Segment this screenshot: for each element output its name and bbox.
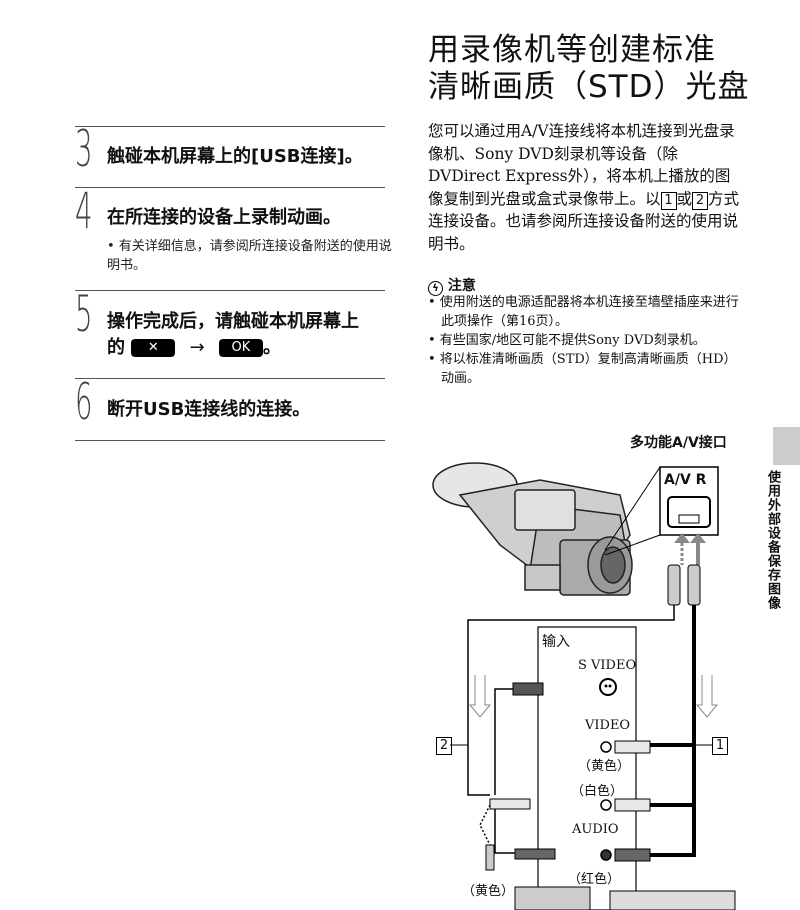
cable-1-tag: 1	[712, 737, 728, 755]
close-button-icon: ✕	[131, 339, 176, 357]
note-list: • 使用附送的电源适配器将本机连接至墙壁插座来进行此项操作（第16页）。 • 有…	[428, 293, 748, 388]
section-tab	[773, 427, 800, 465]
arrow-icon: →	[189, 337, 205, 358]
page-title: 用录像机等创建标准 清晰画质（STD）光盘	[428, 32, 749, 106]
ok-button-icon: OK	[218, 339, 263, 357]
rule-bottom	[75, 440, 385, 441]
camcorder-illustration	[432, 462, 633, 596]
yellow-label-2: （黄色）	[462, 884, 515, 899]
yellow-label: （黄色）	[578, 759, 631, 774]
red-label: （红色）	[568, 872, 621, 887]
cable-1-box: 1	[660, 191, 677, 210]
audio-label: AUDIO	[572, 822, 619, 837]
title-line2: 清晰画质（STD）光盘	[428, 69, 750, 105]
step-text-post: 。	[262, 337, 281, 358]
rule	[75, 378, 385, 379]
note-item: • 有些国家/地区可能不提供Sony DVD刻录机。	[428, 333, 706, 348]
recorder-input-panel	[537, 626, 637, 910]
step-text-pre: 的	[107, 337, 125, 358]
intro-paragraph: 您可以通过用A/V连接线将本机连接到光盘录像机、Sony DVD刻录机等设备（除…	[428, 120, 740, 255]
cable-2-box: 2	[692, 191, 709, 210]
step-text-line1: 操作完成后，请触碰本机屏幕上	[107, 311, 359, 332]
step-number: 6	[75, 373, 93, 431]
white-label: （白色）	[571, 784, 624, 799]
connection-diagram	[432, 462, 736, 910]
intro-mid: 或	[676, 189, 693, 208]
title-line1: 用录像机等创建标准	[428, 32, 716, 68]
cable-1-label: 1	[712, 737, 728, 755]
cable-2-tag: 2	[436, 737, 452, 755]
note-heading: ϟ 注意	[428, 275, 476, 296]
step-number: 3	[75, 120, 93, 178]
step-number: 4	[75, 182, 93, 240]
step-text-line2: 的 ✕ → OK。	[107, 335, 359, 361]
s-video-label: S VIDEO	[578, 658, 637, 673]
input-label: 输入	[542, 634, 570, 650]
cable-2-label: 2	[436, 737, 452, 755]
step-bullet: • 有关详细信息，请参阅所连接设备附送的使用说明书。	[107, 239, 392, 273]
rule-top	[75, 126, 385, 127]
step-text: 操作完成后，请触碰本机屏幕上 的 ✕ → OK。	[107, 309, 359, 361]
rule	[75, 187, 385, 188]
section-label: 使用外部设备保存图像	[765, 470, 780, 610]
note-title: 注意	[447, 278, 476, 294]
intro-text-2: 方式连接设备。也请参阅所连接设备附送的使用说明书。	[428, 189, 740, 253]
note-item: • 使用附送的电源适配器将本机连接至墙壁插座来进行此项操作（第16页）。	[428, 295, 739, 329]
step-text: 断开USB连接线的连接。	[107, 399, 311, 420]
step-number: 5	[75, 285, 93, 343]
port-title: 多功能A/V接口	[630, 435, 727, 451]
intro-text-1: 您可以通过用A/V连接线将本机连接到光盘录像机、Sony DVD刻录机等设备（除…	[428, 122, 735, 208]
port-label: A/V R	[664, 472, 707, 488]
step-text: 在所连接的设备上录制动画。	[107, 207, 341, 228]
note-item: • 将以标准清晰画质（STD）复制高清晰画质（HD）动画。	[428, 352, 737, 386]
rule	[75, 290, 385, 291]
video-label: VIDEO	[585, 718, 631, 733]
step-text: 触碰本机屏幕上的[USB连接]。	[107, 146, 363, 167]
